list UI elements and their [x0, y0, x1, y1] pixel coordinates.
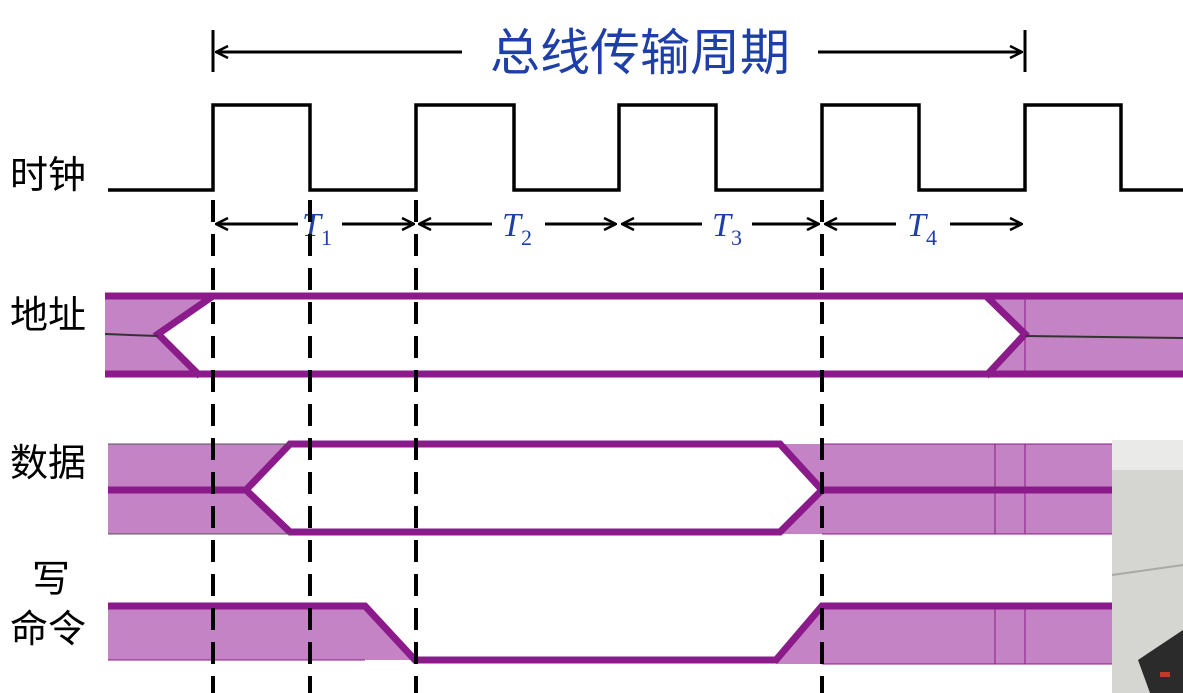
period-t1: T1	[216, 207, 414, 250]
signal-label-write-line2: 命令	[10, 607, 86, 651]
signal-label-address: 地址	[10, 293, 86, 337]
period-t1-label: T1	[302, 207, 332, 250]
write-inactive-left	[108, 606, 415, 660]
bus-period-indicator: 总线传输周期	[211, 24, 1027, 82]
period-t4-label: T4	[907, 207, 937, 250]
address-bus-signal	[104, 292, 1183, 379]
period-t3-label: T3	[712, 207, 742, 250]
clock-waveform	[108, 103, 1183, 192]
period-t4: T4	[825, 207, 1022, 250]
period-t3: T3	[622, 207, 819, 250]
write-inactive-right	[776, 606, 1183, 664]
period-t2: T2	[419, 207, 616, 250]
cycle-period-arrows: T1 T2 T3 T4	[216, 207, 1022, 250]
diagram-title: 总线传输周期	[490, 24, 790, 82]
signal-label-clock: 时钟	[10, 153, 86, 197]
signal-label-data: 数据	[10, 441, 86, 485]
period-t2-label: T2	[502, 207, 532, 250]
presenter-video-thumbnail	[1111, 440, 1183, 693]
write-command-signal	[108, 602, 1183, 665]
timing-guide-lines	[211, 200, 824, 693]
signal-label-write-line1: 写	[32, 557, 70, 601]
data-bus-signal	[108, 440, 1183, 536]
